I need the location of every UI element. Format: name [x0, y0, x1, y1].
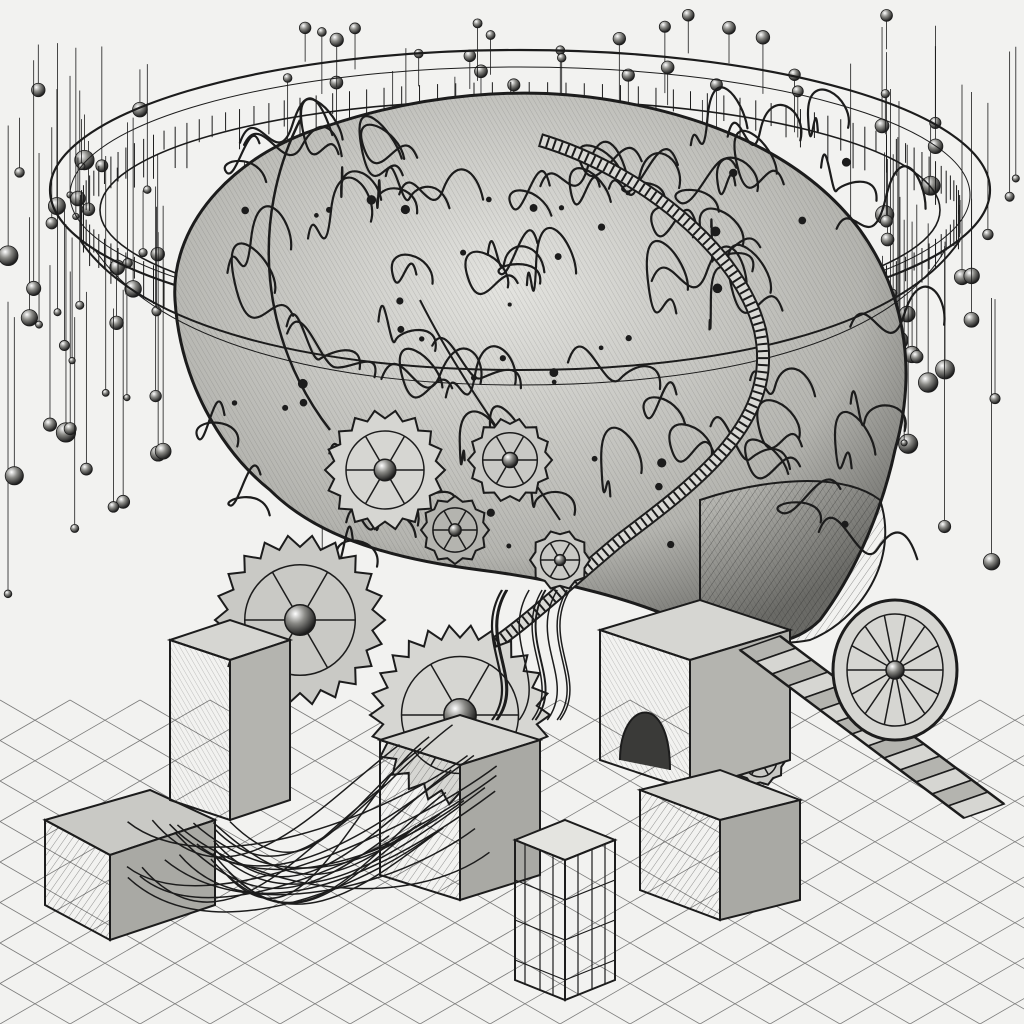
orbit-rings-front — [79, 239, 961, 386]
wheel — [831, 598, 959, 742]
cable-ribbon — [267, 119, 771, 667]
cable-bundle — [126, 589, 571, 913]
